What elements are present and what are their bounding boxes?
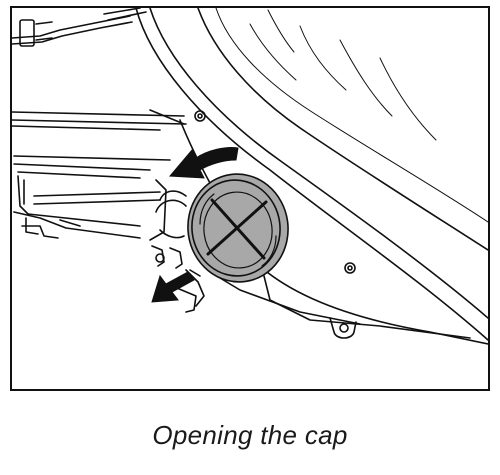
wire-connector — [12, 8, 147, 47]
bulb-connector — [151, 190, 205, 313]
lamp-cap — [187, 173, 289, 283]
mounting-rails — [12, 111, 187, 241]
arrow-down-left-icon — [151, 271, 195, 303]
curved-arrow-icon — [168, 147, 239, 179]
illustration-frame — [10, 6, 490, 391]
headlamp-lens — [135, 8, 488, 341]
figure-caption: Opening the cap — [152, 420, 348, 450]
